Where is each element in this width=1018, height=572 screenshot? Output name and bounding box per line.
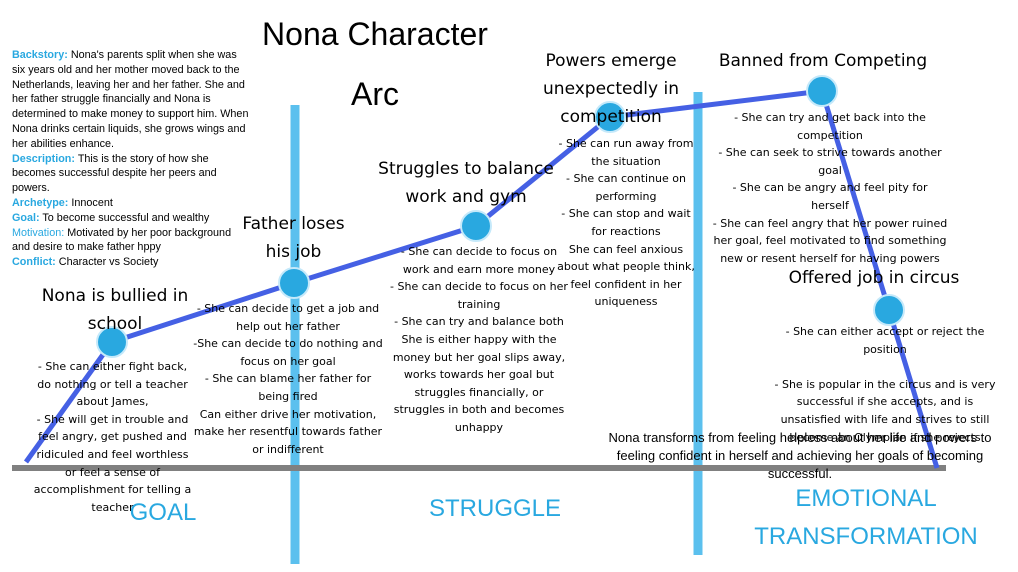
goal-row: Goal: To become successful and wealthy — [12, 211, 210, 224]
event-title: Banned from Competing — [718, 51, 928, 71]
event-title: Offered job in circus — [788, 268, 960, 288]
motivation-row: Motivation: Motivated by her poor backgr… — [12, 226, 232, 254]
character-info: Backstory: Nona's parents split when she… — [12, 48, 252, 270]
phase-label-struggle: STRUGGLE — [428, 495, 562, 522]
event-notes: - She can either accept or reject the po… — [774, 325, 996, 444]
archetype-row: Archetype: Innocent — [12, 196, 113, 209]
phase-label-goal: GOAL — [129, 499, 197, 526]
event-title: Powers emerge unexpectedly in competitio… — [543, 51, 679, 127]
arc-nodes — [96, 75, 905, 358]
phase-label-transformation: EMOTIONAL TRANSFORMATION — [754, 485, 978, 550]
page-title: Nona Character Arc — [262, 16, 488, 112]
event-title: Struggles to balance work and gym — [378, 159, 554, 207]
event-node — [96, 326, 128, 358]
event-title: Nona is bullied in school — [41, 286, 189, 334]
event-notes: - She can try and get back into the comp… — [712, 111, 948, 265]
event-node — [460, 210, 492, 242]
event-notes: - She can decide to get a job and help o… — [193, 302, 383, 456]
event-node — [806, 75, 838, 107]
event-title: Father loses his job — [242, 214, 345, 262]
transformation-summary: Nona transforms from feeling helpless ab… — [608, 430, 992, 481]
event-notes: - She can either fight back, do nothing … — [33, 360, 192, 514]
conflict-row: Conflict: Character vs Society — [12, 256, 159, 269]
event-node — [873, 294, 905, 326]
event-notes: - She can run away from the situation - … — [557, 137, 695, 309]
event-node — [278, 267, 310, 299]
arc-line — [23, 88, 940, 469]
event-node — [594, 101, 626, 133]
event-notes: - She can decide to focus on work and ea… — [390, 245, 568, 434]
description-row: Description: This is the story of how sh… — [12, 152, 217, 195]
backstory-row: Backstory: Nona's parents split when she… — [12, 49, 249, 150]
